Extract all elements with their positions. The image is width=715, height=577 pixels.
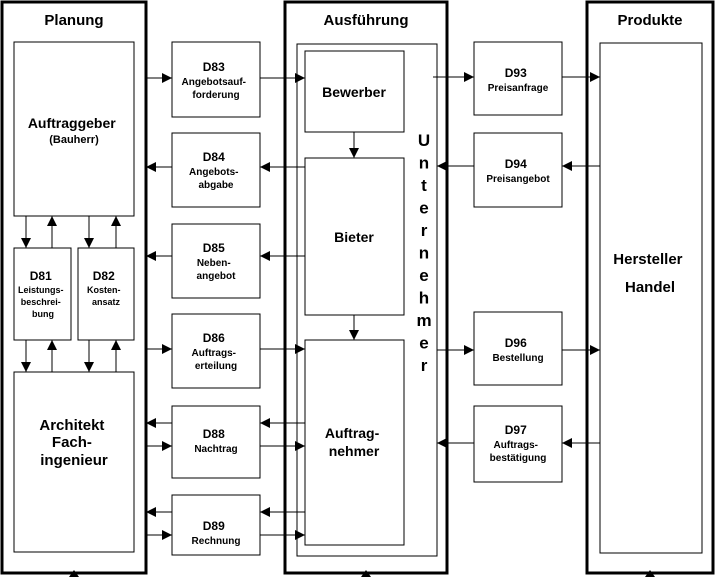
d93-label: D93 Preisanfrage bbox=[488, 64, 549, 94]
d84-label: D84 Angebots- abgabe bbox=[189, 148, 243, 191]
d85-label: D85 Neben- angebot bbox=[197, 239, 237, 282]
hersteller-box bbox=[599, 42, 703, 554]
unternehmer-frame bbox=[296, 43, 438, 557]
d94-box bbox=[473, 132, 563, 208]
d82-label: D82 Kosten- ansatz bbox=[87, 267, 125, 307]
d86-box bbox=[171, 313, 261, 389]
auftragnehmer-label: Auftrag- nehmer bbox=[325, 425, 383, 459]
auftraggeber-box bbox=[13, 41, 135, 217]
planung-bottom-arrowhead bbox=[69, 570, 79, 577]
d83-box bbox=[171, 41, 261, 118]
bewerber-label: Bewerber bbox=[322, 84, 386, 100]
d88-box bbox=[171, 405, 261, 479]
planung-header: Planung bbox=[44, 12, 103, 29]
d97-label: D97 Auftrags- bestätigung bbox=[490, 421, 547, 464]
bewerber-box bbox=[304, 50, 405, 133]
d97-box bbox=[473, 405, 563, 483]
d88-label: D88 Nachtrag bbox=[194, 425, 237, 455]
d93-box bbox=[473, 41, 563, 116]
architekt-box bbox=[13, 371, 135, 553]
ausfuehrung-header: Ausführung bbox=[324, 12, 409, 29]
d96-label: D96 Bestellung bbox=[492, 334, 543, 364]
d83-label: D83 Angebotsauf- forderung bbox=[182, 58, 251, 101]
d94-label: D94 Preisangebot bbox=[486, 155, 550, 185]
d86-label: D86 Auftrags- erteilung bbox=[192, 329, 241, 372]
architekt-label: Architekt Fach- ingenieur bbox=[39, 417, 108, 469]
d96-box bbox=[473, 311, 563, 386]
auftraggeber-label: Auftraggeber (Bauherr) bbox=[28, 115, 120, 146]
d82-box bbox=[77, 247, 135, 341]
produkte-header: Produkte bbox=[617, 12, 682, 29]
produkte-bottom-arrowhead bbox=[645, 570, 655, 577]
ausfuehrung-bottom-arrowhead bbox=[361, 570, 371, 577]
bieter-box bbox=[304, 157, 405, 316]
d89-box bbox=[171, 494, 261, 556]
d89-label: D89 Rechnung bbox=[192, 517, 241, 547]
d81-label: D81 Leistungs- beschrei- bung bbox=[18, 267, 68, 319]
d81-box bbox=[13, 247, 72, 341]
d84-box bbox=[171, 132, 261, 208]
hersteller-label: Hersteller Handel bbox=[613, 251, 686, 296]
d85-box bbox=[171, 223, 261, 299]
bieter-label: Bieter bbox=[334, 229, 374, 245]
